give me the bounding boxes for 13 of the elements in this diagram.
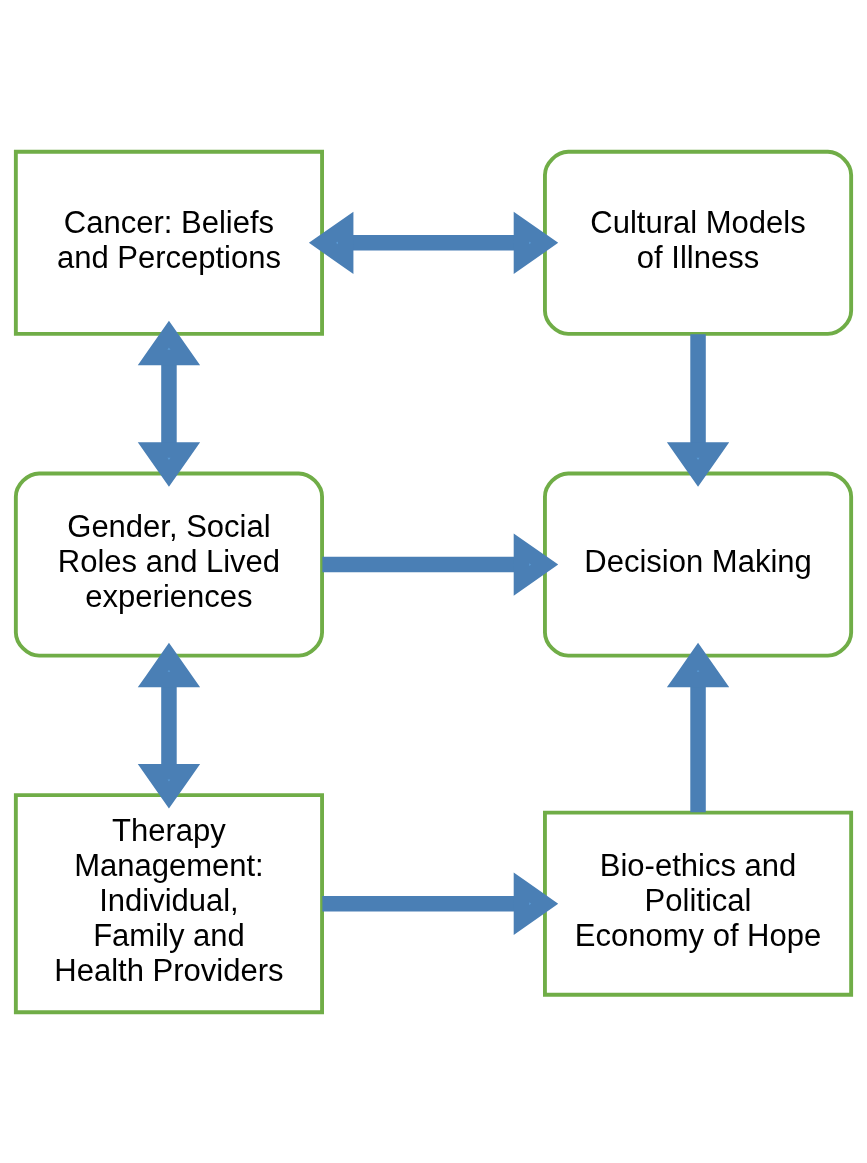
node-box: Cultural Models of Illness: [543, 149, 854, 336]
node-box: Cancer: Beliefs and Perceptions: [13, 149, 324, 336]
arrow: [322, 532, 559, 596]
arrow: [322, 872, 559, 935]
node-box: Bio-ethics and Political Economy of Hope: [543, 810, 854, 997]
node-box: Therapy Management: Individual, Family and Health Providers: [13, 792, 324, 1014]
node-box: Gender, Social Roles and Lived experiences: [13, 471, 324, 658]
node-box: Decision Making: [543, 471, 854, 658]
arrow: [666, 333, 730, 487]
arrow: [137, 320, 201, 487]
arrow: [666, 642, 730, 812]
arrow: [137, 642, 201, 808]
arrow: [308, 211, 559, 274]
